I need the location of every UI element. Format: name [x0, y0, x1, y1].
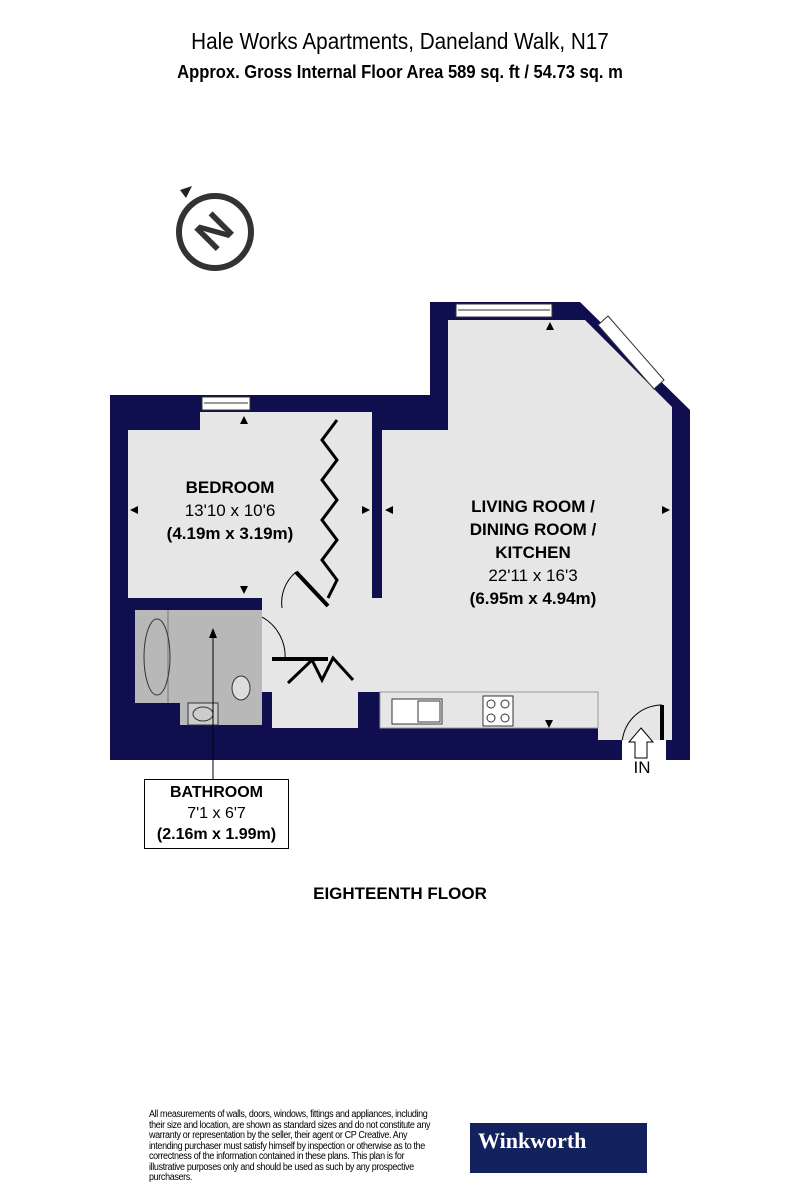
basin-icon [187, 702, 219, 726]
window [597, 315, 665, 390]
entrance-arrow-icon [627, 727, 655, 759]
toilet-icon [231, 675, 251, 701]
bedroom-metric: (4.19m x 3.19m) [167, 524, 294, 543]
winkworth-logo: Winkworth [470, 1123, 647, 1173]
dimension-markers [130, 322, 670, 728]
hob-icon [482, 695, 514, 727]
bedroom-label: BEDROOM [186, 478, 275, 497]
bedroom-floor [128, 412, 372, 598]
cupboard-floor [272, 688, 358, 728]
cupboard-doors[interactable] [286, 655, 355, 685]
bedroom-wall [372, 412, 382, 608]
door[interactable] [281, 570, 330, 609]
disclaimer: All measurements of walls, doors, window… [149, 1109, 431, 1183]
living-label-3: KITCHEN [495, 543, 571, 562]
bathroom-metric: (2.16m x 1.99m) [156, 826, 277, 843]
bathtub-icon [143, 618, 171, 696]
plan-title: Hale Works Apartments, Daneland Walk, N1… [191, 28, 609, 54]
bedroom-imperial: 13'10 x 10'6 [185, 501, 276, 520]
window [455, 303, 553, 318]
north-arrow-compass-icon: N [176, 186, 254, 271]
entrance-label: IN [634, 758, 651, 777]
wardrobe-doors[interactable] [320, 419, 339, 599]
window [201, 396, 251, 411]
living-label-1: LIVING ROOM / [471, 497, 595, 516]
living-metric: (6.95m x 4.94m) [470, 589, 597, 608]
floor-label: EIGHTEENTH FLOOR [313, 884, 487, 903]
living-label-2: DINING ROOM / [470, 520, 597, 539]
floor-area: Approx. Gross Internal Floor Area 589 sq… [177, 62, 623, 82]
sink-icon [391, 698, 443, 725]
living-imperial: 22'11 x 16'3 [488, 566, 577, 585]
bathroom-label-box: BATHROOM 7'1 x 6'7 (2.16m x 1.99m) [144, 779, 289, 849]
bathroom-door[interactable] [261, 616, 286, 661]
bathroom-label: BATHROOM [169, 784, 264, 801]
living-room-floor [382, 320, 672, 740]
bathroom-imperial: 7'1 x 6'7 [187, 805, 246, 822]
